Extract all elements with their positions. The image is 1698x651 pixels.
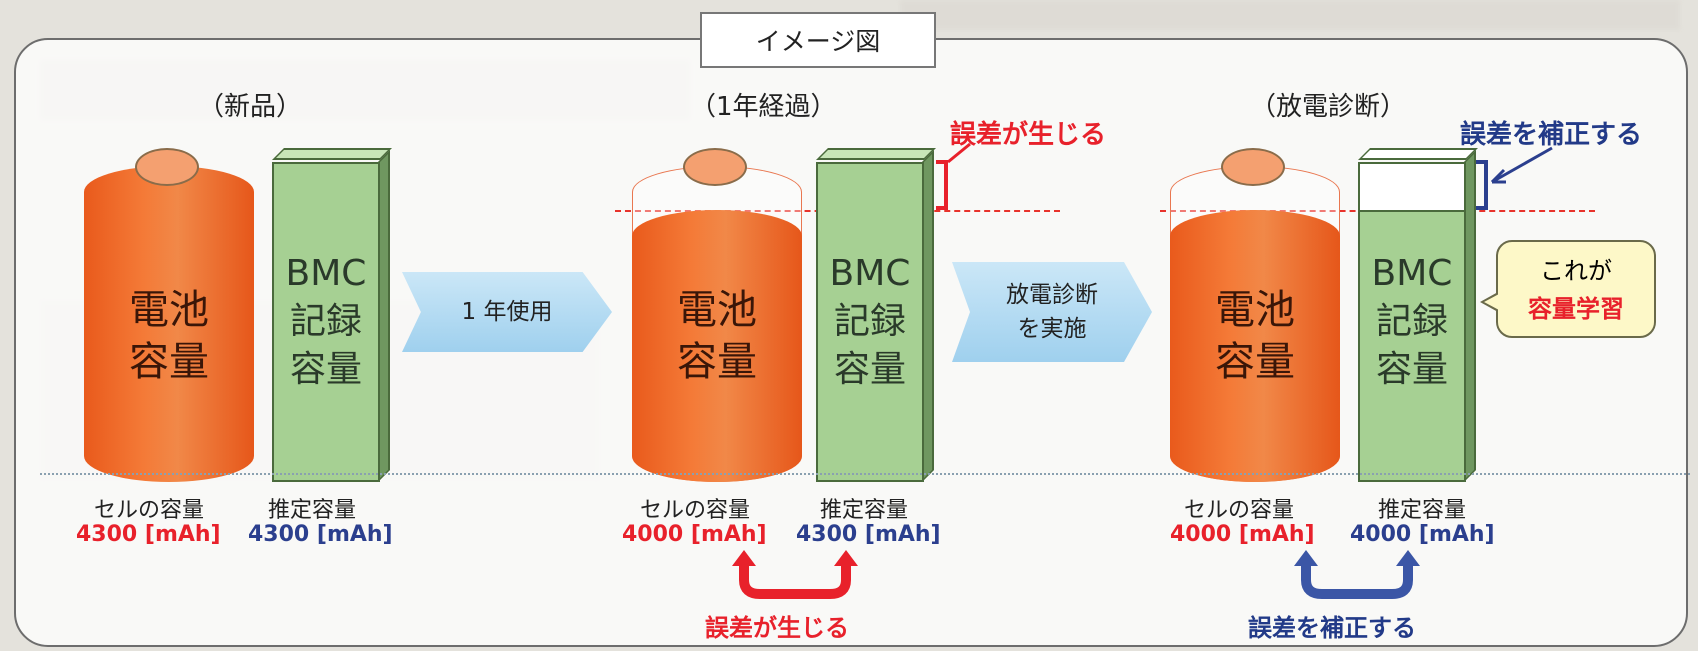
bubble-line1: これが <box>1540 257 1612 285</box>
bmc-box-year: BMC 記録 容量 <box>816 148 936 482</box>
cell-value-year: 4000 [mAh] <box>622 522 767 547</box>
cell-caption-new: セルの容量 <box>94 498 205 523</box>
cell-capacity-new: 電池 容量 <box>84 148 254 482</box>
error-occurs-bottom: 誤差が生じる <box>705 614 849 642</box>
cell-label-3: 電池 容量 <box>1215 286 1295 385</box>
cell-label: 電池 容量 <box>129 286 209 385</box>
arrow-discharge-diagnosis: 放電診断 を実施 <box>952 262 1152 362</box>
error-correct-note: 誤差を補正する <box>1460 120 1643 150</box>
baseline <box>40 473 1690 475</box>
bmc-caption-diag: 推定容量 <box>1378 498 1467 523</box>
bmc-label-3: BMC 記録 容量 <box>1371 253 1453 391</box>
bmc-value-new: 4300 [mAh] <box>248 522 393 547</box>
bmc-box-diag: BMC 記録 容量 <box>1358 148 1478 482</box>
bmc-value-year: 4300 [mAh] <box>796 522 941 547</box>
cell-capacity-year: 電池 容量 <box>632 148 802 482</box>
bmc-label-2: BMC 記録 容量 <box>829 253 911 391</box>
cell-label-2: 電池 容量 <box>677 286 757 385</box>
bmc-label: BMC 記録 容量 <box>285 253 367 391</box>
cell-capacity-diag: 電池 容量 <box>1170 148 1340 482</box>
stage-year-heading: （1年経過） <box>690 92 837 122</box>
stage-new-heading: （新品） <box>198 92 303 122</box>
bubble-line2: 容量学習 <box>1528 295 1624 323</box>
blue-u-arrow <box>1294 550 1420 599</box>
bmc-box-new: BMC 記録 容量 <box>272 148 392 482</box>
diagram-title: イメージ図 <box>700 12 936 68</box>
red-u-arrow <box>732 550 858 599</box>
bmc-caption-year: 推定容量 <box>820 498 909 523</box>
arrow-one-year-use: 1 年使用 <box>402 272 612 352</box>
cell-caption-diag: セルの容量 <box>1184 498 1295 523</box>
cell-value-diag: 4000 [mAh] <box>1170 522 1315 547</box>
cell-value-new: 4300 [mAh] <box>76 522 221 547</box>
error-bracket <box>936 142 971 210</box>
stage-diag-heading: （放電診断） <box>1250 92 1407 122</box>
correct-bracket <box>1476 146 1553 210</box>
error-correct-bottom: 誤差を補正する <box>1248 614 1416 642</box>
capacity-learning-bubble: これが 容量学習 <box>1480 240 1656 338</box>
cell-caption-year: セルの容量 <box>640 498 751 523</box>
bmc-value-diag: 4000 [mAh] <box>1350 522 1495 547</box>
error-occurs-note: 誤差が生じる <box>950 120 1107 150</box>
bmc-caption-new: 推定容量 <box>268 498 357 523</box>
